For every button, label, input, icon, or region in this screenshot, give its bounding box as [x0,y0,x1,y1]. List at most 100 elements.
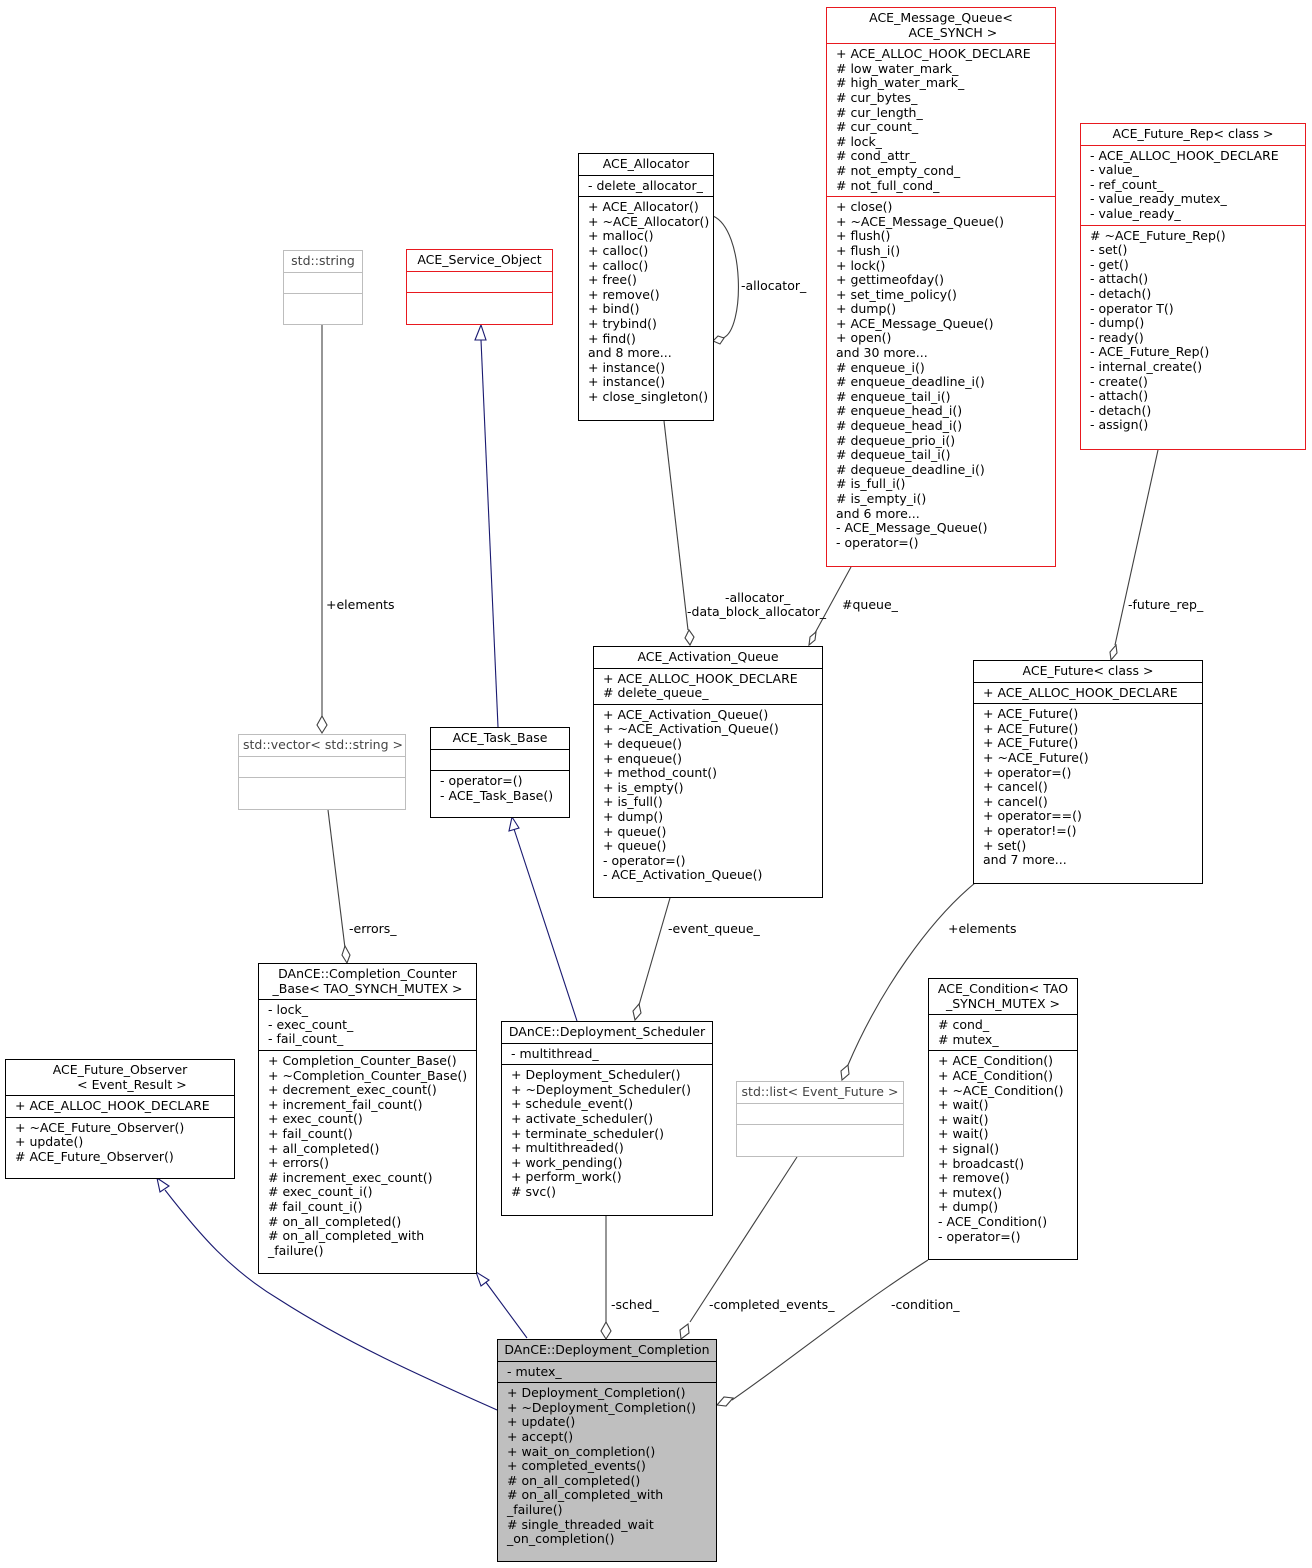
edge-service-object-task-base [480,339,499,728]
method-entry: + ACE_Condition() [938,1067,1054,1083]
method-entry: + lock() [836,257,886,273]
method-entry: - ACE_Message_Queue() [836,520,988,536]
class-box-ace-activation-queue[interactable]: ACE_Activation_Queue+ ACE_ALLOC_HOOK_DEC… [593,646,823,898]
attribute-entry: + ACE_ALLOC_HOOK_DECLARE [983,684,1178,700]
label-errors: -errors_ [349,921,397,936]
method-entry: + queue() [603,823,667,839]
methods-section [239,777,405,799]
method-entry: + wait_on_completion() [507,1443,656,1459]
method-entry: + terminate_scheduler() [511,1125,664,1141]
method-entry: + instance() [588,374,666,390]
attribute-entry [293,276,353,291]
method-entry: + dump() [603,808,664,824]
label-queue: #queue_ [842,597,899,612]
attribute-entry: - value_ready_mutex_ [1090,191,1227,207]
method-entry: + dump() [836,301,897,317]
method-entry: + set() [983,837,1027,853]
method-entry: + trybind() [588,315,657,331]
class-box-ace-future-observer[interactable]: ACE_Future_Observer < Event_Result > + AC… [5,1059,235,1179]
method-entry: - ACE_Activation_Queue() [603,867,763,883]
attributes-section: - ACE_ALLOC_HOOK_DECLARE- value_- ref_co… [1081,144,1305,225]
method-entry: - ACE_Future_Rep() [1090,344,1210,360]
attribute-entry: # cur_count_ [836,119,919,135]
class-box-ace-future-rep[interactable]: ACE_Future_Rep< class >- ACE_ALLOC_HOOK_… [1080,123,1306,450]
method-entry: - set() [1090,242,1128,258]
class-name: ACE_Service_Object [417,252,542,267]
method-entry [746,1128,894,1143]
method-entry: + ~ACE_Condition() [938,1082,1064,1098]
diamond-vector-elements [316,714,328,735]
diamond-allocator-self [712,335,725,345]
class-box-std-vector[interactable]: std::vector< std::string > [238,734,406,810]
method-entry: - operator=() [836,534,919,550]
method-entry [416,296,543,311]
label-elements-list: +elements [948,921,1017,936]
method-entry: - operator T() [1090,300,1174,316]
class-box-ace-future[interactable]: ACE_Future< class >+ ACE_ALLOC_HOOK_DECL… [973,660,1203,884]
diamond-activation-queue-queue [808,630,817,647]
attribute-entry: - value_ready_ [1090,205,1181,221]
class-box-ace-task-base[interactable]: ACE_Task_Base- operator=()- ACE_Task_Bas… [430,727,570,818]
label-completed-events: -completed_events_ [709,1297,835,1312]
class-name: DAnCE::Completion_Counter _Base< TAO_SYN… [272,966,463,996]
method-entry: - detach() [1090,285,1152,301]
class-name: std::list< Event_Future > [741,1084,899,1099]
class-name: ACE_Future_Observer < Event_Result > [52,1062,188,1092]
method-entry: + Deployment_Completion() [507,1385,686,1401]
methods-section [407,292,552,314]
edge-vector-completion-counter [327,809,346,949]
method-entry: + signal() [938,1140,1000,1156]
method-entry: + operator!=() [983,822,1077,838]
class-box-ace-condition[interactable]: ACE_Condition< TAO _SYNCH_MUTEX ># cond_… [928,978,1078,1260]
attributes-section [284,271,362,294]
method-entry: # fail_count_i() [268,1198,363,1214]
method-entry: + update() [507,1414,576,1430]
methods-section: + ACE_Future()+ ACE_Future()+ ACE_Future… [974,703,1202,871]
methods-section: + ACE_Activation_Queue()+ ~ACE_Activatio… [594,703,822,886]
class-box-std-list[interactable]: std::list< Event_Future > [736,1081,904,1157]
class-name: ACE_Activation_Queue [637,649,779,664]
edge-activation-queue-scheduler [638,897,671,1006]
method-entry: - attach() [1090,271,1149,287]
method-entry: + malloc() [588,228,654,244]
attributes-section: + ACE_ALLOC_HOOK_DECLARE# low_water_mark… [827,43,1055,196]
method-entry: + gettimeofday() [836,272,945,288]
class-box-completion-counter-base[interactable]: DAnCE::Completion_Counter _Base< TAO_SYN… [258,963,477,1274]
class-box-ace-service-object[interactable]: ACE_Service_Object [406,249,553,325]
method-entry: + ~ACE_Allocator() [588,213,710,229]
method-entry: + dequeue() [603,735,682,751]
method-entry: + schedule_event() [511,1096,634,1112]
method-entry: # single_threaded_wait _on_completion() [507,1516,654,1547]
method-entry: - ready() [1090,329,1144,345]
class-box-ace-allocator[interactable]: ACE_Allocator- delete_allocator_+ ACE_Al… [578,153,714,421]
diamond-completion-condition [715,1396,735,1407]
attributes-section: - mutex_ [498,1360,716,1383]
class-box-ace-message-queue[interactable]: ACE_Message_Queue< ACE_SYNCH >+ ACE_ALLO… [826,7,1056,567]
method-entry: + ~ACE_Activation_Queue() [603,721,779,737]
diamond-list-elements [840,1063,850,1082]
attributes-section: + ACE_ALLOC_HOOK_DECLARE [974,681,1202,704]
attribute-entry: + ACE_ALLOC_HOOK_DECLARE [15,1098,210,1114]
attribute-entry: # cond_ [938,1017,990,1033]
method-entry: and 30 more... [836,345,928,361]
method-entry: - dump() [1090,315,1145,331]
class-box-deployment-completion[interactable]: DAnCE::Deployment_Completion- mutex_+ De… [497,1339,717,1562]
method-entry: # dequeue_prio_i() [836,432,956,448]
method-entry: - create() [1090,373,1148,389]
methods-section: # ~ACE_Future_Rep()- set()- get()- attac… [1081,224,1305,436]
method-entry: # svc() [511,1183,556,1199]
attribute-entry: - exec_count_ [268,1016,354,1032]
edge-allocator-self [712,215,739,339]
attribute-entry: # cur_length_ [836,104,923,120]
method-entry: + open() [836,330,892,346]
class-box-std-string[interactable]: std::string [283,250,363,325]
edge-condition-completion [731,1259,929,1401]
class-name: std::vector< std::string > [243,737,403,752]
class-box-deployment-scheduler[interactable]: DAnCE::Deployment_Scheduler- multithread… [501,1021,713,1216]
method-entry: + ACE_Future() [983,735,1079,751]
class-name: DAnCE::Deployment_Completion [504,1342,710,1357]
methods-section: + Deployment_Scheduler()+ ~Deployment_Sc… [502,1064,712,1202]
method-entry: + ~Completion_Counter_Base() [268,1067,468,1083]
method-entry: and 8 more... [588,345,672,361]
method-entry: + ACE_Activation_Queue() [603,706,769,722]
